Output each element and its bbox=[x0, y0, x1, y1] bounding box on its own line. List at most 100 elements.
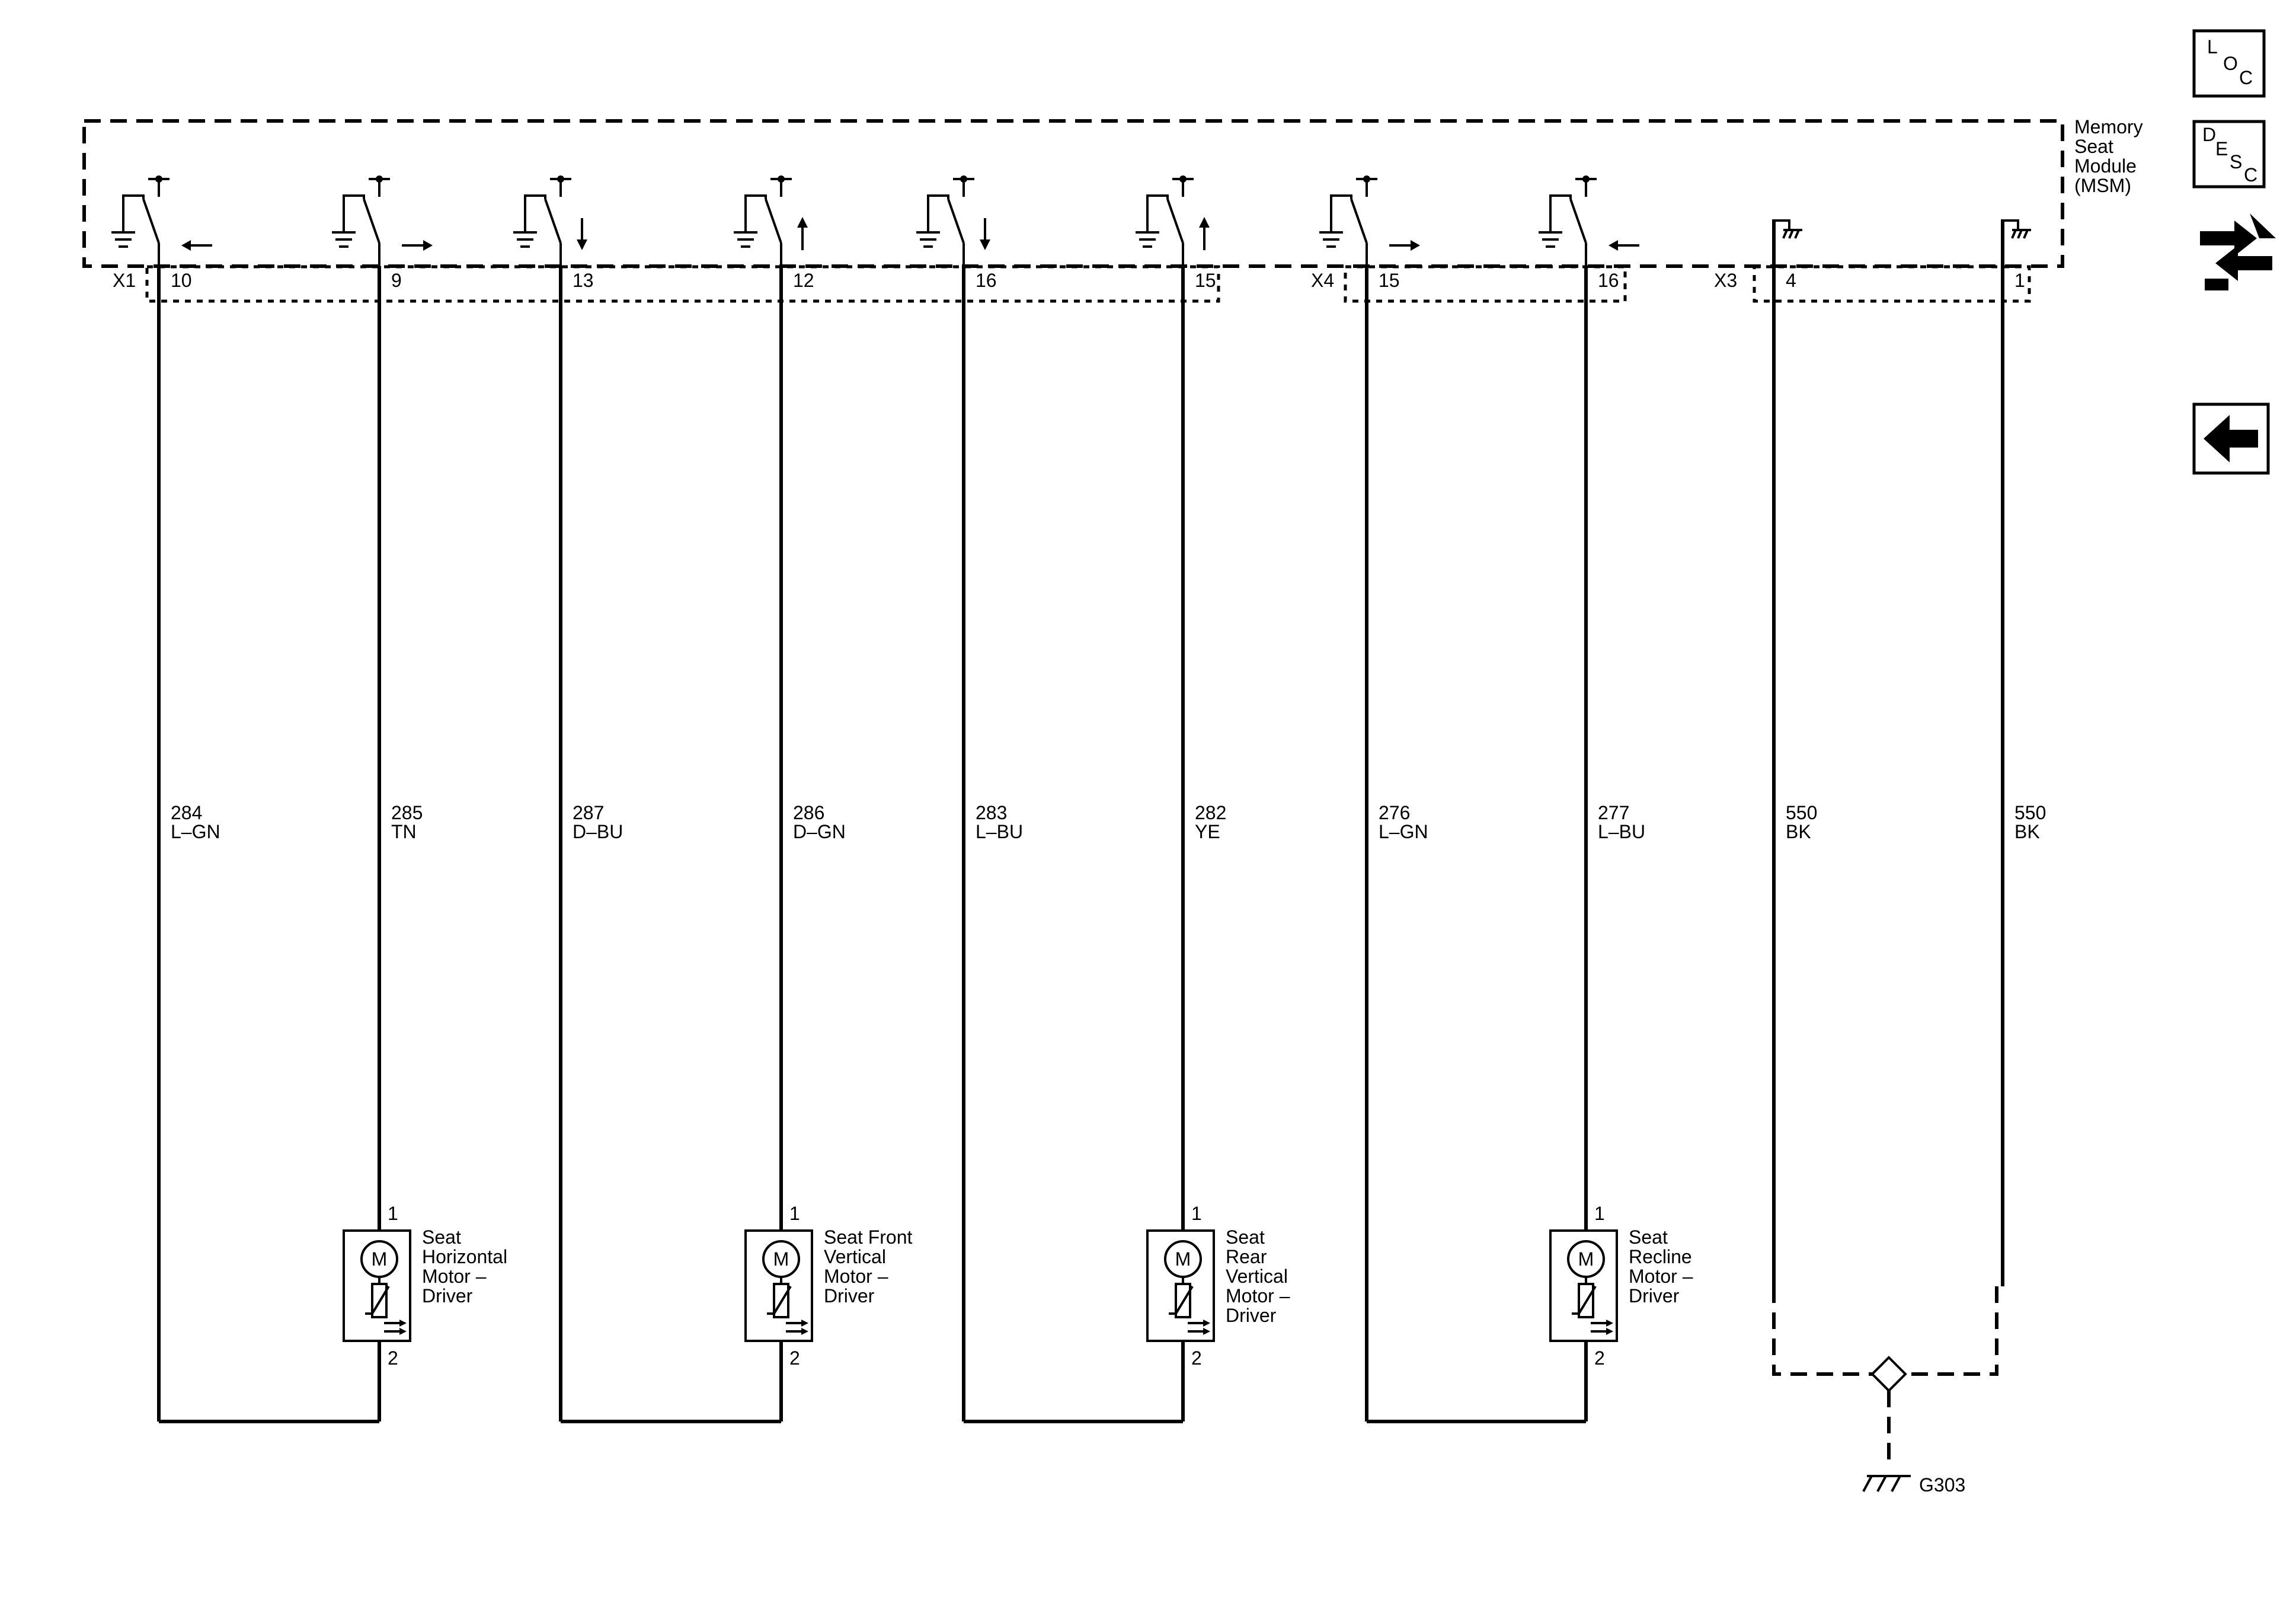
module-name-line-4: (MSM) bbox=[2074, 175, 2131, 196]
connector-label-x3: X3 bbox=[1714, 270, 1737, 291]
loc-button[interactable]: L O C bbox=[2192, 29, 2266, 98]
sensor-slash bbox=[767, 1285, 792, 1315]
arrowhead-up-icon bbox=[797, 217, 808, 228]
wire-color-label: BK bbox=[1786, 821, 1811, 842]
motor-name-line: Horizontal bbox=[422, 1246, 507, 1267]
motor-name-line: Motor – bbox=[422, 1266, 487, 1287]
switch-layer bbox=[111, 175, 2031, 266]
connector-x1-outline bbox=[145, 265, 1220, 303]
module-outline bbox=[82, 119, 2064, 268]
motor-pin-top: 1 bbox=[1594, 1203, 1605, 1224]
arrowhead-right-icon bbox=[399, 1320, 407, 1327]
pin-label: 4 bbox=[1786, 270, 1796, 291]
motor-name-line: Driver bbox=[1629, 1285, 1680, 1306]
ground-input-lead bbox=[2001, 219, 2019, 229]
circuit-number-label: 285 bbox=[391, 802, 423, 823]
module-name-line-3: Module bbox=[2074, 155, 2137, 177]
chassis-ground-tick bbox=[1794, 229, 1800, 239]
desc-button[interactable]: D E S C bbox=[2192, 120, 2266, 189]
chassis-ground-tick bbox=[1788, 229, 1794, 239]
arrowhead-up-icon bbox=[1199, 217, 1210, 228]
loc-letter-o: O bbox=[2223, 53, 2238, 74]
circuit-number-label: 550 bbox=[2014, 802, 2046, 823]
arrowhead-right-icon bbox=[423, 240, 433, 251]
output-switch bbox=[513, 175, 587, 266]
ground-contact bbox=[524, 194, 546, 232]
connector-icon[interactable] bbox=[2200, 213, 2276, 290]
switch-blade bbox=[544, 199, 562, 244]
output-switch bbox=[332, 175, 433, 266]
wire-layer bbox=[157, 219, 2004, 1423]
pin-label: 10 bbox=[171, 270, 192, 291]
pin-label: 15 bbox=[1195, 270, 1216, 291]
motor-pin-bottom: 2 bbox=[1191, 1347, 1202, 1369]
motor-box bbox=[744, 1229, 813, 1342]
desc-letter-d: D bbox=[2202, 124, 2216, 145]
connector-label-x1: X1 bbox=[113, 270, 136, 291]
wire-color-label: YE bbox=[1195, 821, 1220, 842]
circuit-label-layer: 284L–GN285TN287D–BU286D–GN283L–BU282YE27… bbox=[171, 802, 2046, 842]
motor-name-line: Driver bbox=[1226, 1305, 1277, 1326]
motor-box bbox=[343, 1229, 411, 1342]
switch-blade bbox=[1569, 199, 1587, 244]
terminal-dot bbox=[376, 175, 383, 183]
circuit-number-label: 282 bbox=[1195, 802, 1226, 823]
motor-box bbox=[1549, 1229, 1618, 1342]
wire-color-label: D–BU bbox=[573, 821, 623, 842]
arrowhead-right-icon bbox=[1203, 1328, 1210, 1335]
arrowhead-right-icon bbox=[399, 1328, 407, 1335]
arrowhead-right-icon bbox=[801, 1328, 808, 1335]
motor-name-line: Motor – bbox=[1226, 1285, 1290, 1306]
loc-letter-l: L bbox=[2207, 36, 2218, 58]
terminal-dot bbox=[155, 175, 162, 183]
output-switch bbox=[111, 175, 212, 266]
ground-label: G303 bbox=[1919, 1474, 1965, 1496]
module-name-line-1: Memory bbox=[2074, 116, 2143, 138]
arrowhead-right-icon bbox=[1411, 240, 1420, 251]
circuit-number-label: 287 bbox=[573, 802, 604, 823]
pin-label: 9 bbox=[391, 270, 402, 291]
motor-pin-bottom: 2 bbox=[1594, 1347, 1605, 1369]
circuit-number-label: 286 bbox=[793, 802, 824, 823]
chassis-ground-tick bbox=[2023, 229, 2029, 239]
output-switch bbox=[1539, 175, 1639, 266]
arrowhead-left-icon bbox=[1609, 240, 1618, 251]
circuit-number-label: 276 bbox=[1379, 802, 1410, 823]
wire-color-label: L–GN bbox=[171, 821, 220, 842]
arrowhead-left-icon bbox=[181, 240, 191, 251]
back-arrow-icon[interactable] bbox=[2192, 402, 2270, 475]
terminal-dot bbox=[778, 175, 785, 183]
sensor-slash bbox=[365, 1285, 390, 1315]
output-switch bbox=[916, 175, 990, 266]
ground-contact bbox=[1549, 194, 1572, 232]
switch-blade bbox=[1166, 199, 1184, 244]
terminal-dot bbox=[557, 175, 564, 183]
chassis-ground-tick bbox=[2017, 229, 2023, 239]
ground-contact bbox=[927, 194, 949, 232]
motor-name-line: Motor – bbox=[1629, 1266, 1693, 1287]
desc-letter-s: S bbox=[2230, 151, 2242, 172]
motor-name-line: Rear bbox=[1226, 1246, 1267, 1267]
sensor-slash bbox=[1169, 1285, 1194, 1315]
ground-contact bbox=[1146, 194, 1169, 232]
sensor-slash bbox=[1572, 1285, 1597, 1315]
arrowhead-right-icon bbox=[1203, 1320, 1210, 1327]
motor-symbol: M bbox=[372, 1248, 388, 1270]
circuit-number-label: 277 bbox=[1598, 802, 1629, 823]
pin-label: 1 bbox=[2014, 270, 2025, 291]
switch-blade bbox=[947, 199, 965, 244]
motor-pin-top: 1 bbox=[789, 1203, 800, 1224]
motor-box bbox=[1146, 1229, 1215, 1342]
pin-label: 16 bbox=[1598, 270, 1619, 291]
motor-symbol: M bbox=[1175, 1248, 1191, 1270]
ground-input-lead bbox=[1773, 219, 1790, 229]
motor-name-line: Driver bbox=[422, 1285, 473, 1306]
motor-name-line: Seat bbox=[1226, 1226, 1265, 1248]
motor-pin-bottom: 2 bbox=[789, 1347, 800, 1369]
wire-color-label: BK bbox=[2014, 821, 2040, 842]
ground-input bbox=[2001, 219, 2031, 239]
